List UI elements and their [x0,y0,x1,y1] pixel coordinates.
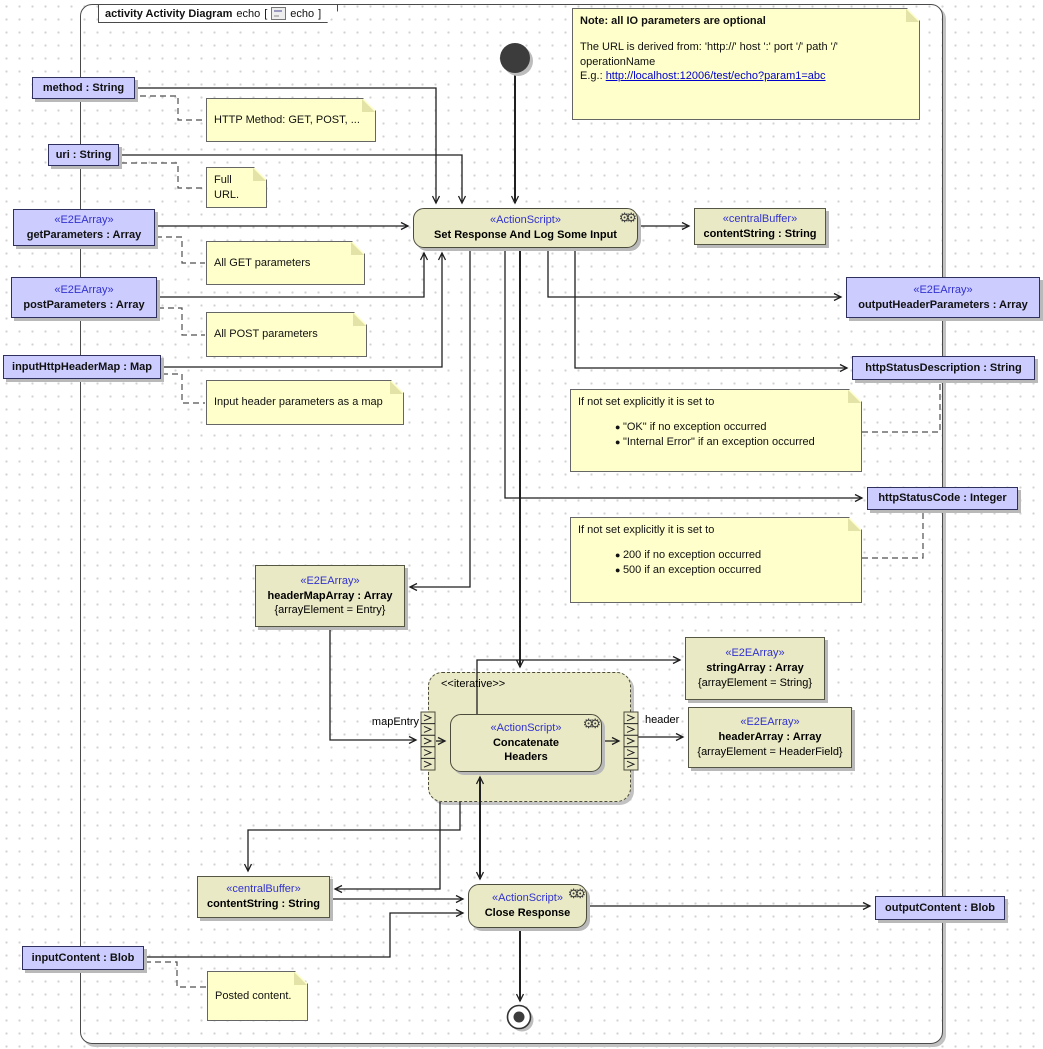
param-getparameters-label: getParameters : Array [26,228,142,241]
buffer-contentstring-top[interactable]: «centralBuffer» contentString : String [694,208,826,245]
object-headerarray[interactable]: «E2EArray» headerArray : Array {arrayEle… [688,707,852,768]
param-postparameters-label: postParameters : Array [23,298,145,311]
param-getparameters-stereotype: «E2EArray» [54,214,114,227]
note-header-map-text: Input header parameters as a map [214,396,383,409]
note-http-method[interactable]: HTTP Method: GET, POST, ... [206,98,376,142]
frame-bracket-open: [ [264,7,268,20]
frame-bracket-close: ] [318,7,322,20]
param-outputheaderparameters-label: outputHeaderParameters : Array [858,298,1028,311]
param-method[interactable]: method : String [32,77,135,99]
note-status-code-bullet-1: 200 if no exception occurred [615,548,854,562]
param-uri[interactable]: uri : String [48,144,119,166]
activity-frame [80,4,943,1044]
param-httpstatuscode-label: httpStatusCode : Integer [878,492,1007,505]
param-postparameters-stereotype: «E2EArray» [54,284,114,297]
object-stringarray[interactable]: «E2EArray» stringArray : Array {arrayEle… [685,637,825,700]
note-get-parameters-text: All GET parameters [214,256,311,269]
frame-name: echo [236,7,261,20]
note-status-description-bullet-2: "Internal Error" if an exception occurre… [615,435,854,449]
param-httpstatusdescription-label: httpStatusDescription : String [865,361,1022,374]
note-header-map[interactable]: Input header parameters as a map [206,380,404,425]
param-outputcontent[interactable]: outputContent : Blob [875,896,1005,920]
diagram-frame-tab[interactable]: activity Activity Diagram echo [ echo ] [98,4,338,23]
note-status-description-bullet-1: "OK" if no exception occurred [615,420,854,434]
note-posted-content[interactable]: Posted content. [207,971,308,1021]
param-outputheaderparameters[interactable]: «E2EArray» outputHeaderParameters : Arra… [846,277,1040,318]
note-post-parameters-text: All POST parameters [214,328,318,341]
headermaparray-label: headerMapArray : Array [267,589,393,602]
note-example-line: E.g.: http://localhost:12006/test/echo?p… [580,69,912,83]
param-inputhttpheadermap-label: inputHttpHeaderMap : Map [12,360,152,373]
param-postparameters[interactable]: «E2EArray» postParameters : Array [11,277,157,318]
note-url-line1: The URL is derived from: 'http://' host … [580,41,838,54]
note-status-code-bullet-2: 500 if an exception occurred [615,563,854,577]
note-full-url-text: Full URL. [214,174,240,201]
param-uri-label: uri : String [55,148,112,161]
gears-icon: ⚙⚙ [618,210,637,225]
note-url-line2: operationName [580,55,656,68]
action-concatenate-headers[interactable]: ⚙⚙ «ActionScript» Concatenate Headers [450,714,602,772]
action-concatenate-stereotype: «ActionScript» [490,721,562,734]
edge-label-header: header [645,714,680,726]
gears-icon: ⚙⚙ [582,716,601,731]
param-inputcontent[interactable]: inputContent : Blob [22,946,144,970]
note-eg-prefix: E.g.: [580,69,603,82]
headerarray-stereotype: «E2EArray» [740,716,800,729]
action-set-response-stereotype: «ActionScript» [490,214,561,227]
stringarray-constraint: {arrayElement = String} [697,676,813,689]
headermaparray-stereotype: «E2EArray» [300,574,360,587]
param-httpstatuscode[interactable]: httpStatusCode : Integer [867,487,1018,510]
buffer-contentstring-bottom[interactable]: «centralBuffer» contentString : String [197,876,330,918]
note-http-method-text: HTTP Method: GET, POST, ... [214,113,360,126]
action-set-response[interactable]: ⚙⚙ «ActionScript» Set Response And Log S… [413,208,638,248]
action-concatenate-label-1: Concatenate [492,736,560,749]
note-get-parameters[interactable]: All GET parameters [206,241,365,285]
note-status-code[interactable]: If not set explicitly it is set to 200 i… [570,517,862,603]
buffer-top-label: contentString : String [703,227,817,240]
buffer-bottom-label: contentString : String [206,898,321,910]
headerarray-constraint: {arrayElement = HeaderField} [697,745,843,758]
param-inputcontent-label: inputContent : Blob [31,951,135,964]
buffer-top-stereotype: «centralBuffer» [722,212,798,225]
action-set-response-label: Set Response And Log Some Input [434,229,617,241]
action-close-response-label: Close Response [484,907,571,919]
note-status-description[interactable]: If not set explicitly it is set to "OK" … [570,389,862,472]
param-inputhttpheadermap[interactable]: inputHttpHeaderMap : Map [3,355,161,379]
gears-icon: ⚙⚙ [567,886,586,901]
note-status-code-intro: If not set explicitly it is set to [578,524,715,536]
stringarray-stereotype: «E2EArray» [725,647,785,660]
param-getparameters[interactable]: «E2EArray» getParameters : Array [13,209,155,246]
action-close-response[interactable]: ⚙⚙ «ActionScript» Close Response [468,884,587,928]
action-close-response-stereotype: «ActionScript» [492,892,563,905]
param-httpstatusdescription[interactable]: httpStatusDescription : String [852,356,1035,380]
iterative-region-label: <<iterative>> [441,678,506,690]
frame-keyword: activity Activity Diagram [105,7,233,20]
note-status-description-intro: If not set explicitly it is set to [578,396,715,408]
example-url-link[interactable]: http://localhost:12006/test/echo?param1=… [605,69,826,82]
param-outputheaderparameters-stereotype: «E2EArray» [913,284,973,297]
note-io-parameters[interactable]: Note: all IO parameters are optional The… [572,8,920,120]
note-posted-content-text: Posted content. [215,989,292,1002]
object-headermaparray[interactable]: «E2EArray» headerMapArray : Array {array… [255,565,405,627]
stringarray-label: stringArray : Array [706,662,804,675]
param-method-label: method : String [42,81,125,94]
activity-diagram-icon [271,7,286,20]
param-outputcontent-label: outputContent : Blob [885,901,995,914]
headermaparray-constraint: {arrayElement = Entry} [274,604,386,617]
action-concatenate-label-2: Headers [504,751,548,764]
note-title: Note: all IO parameters are optional [580,15,766,27]
frame-context-name: echo [290,7,315,20]
buffer-bottom-stereotype: «centralBuffer» [226,883,301,896]
note-post-parameters[interactable]: All POST parameters [206,312,367,357]
edge-label-mapentry: mapEntry [371,716,419,728]
note-full-url[interactable]: Full URL. [206,167,267,208]
headerarray-label: headerArray : Array [718,731,822,744]
